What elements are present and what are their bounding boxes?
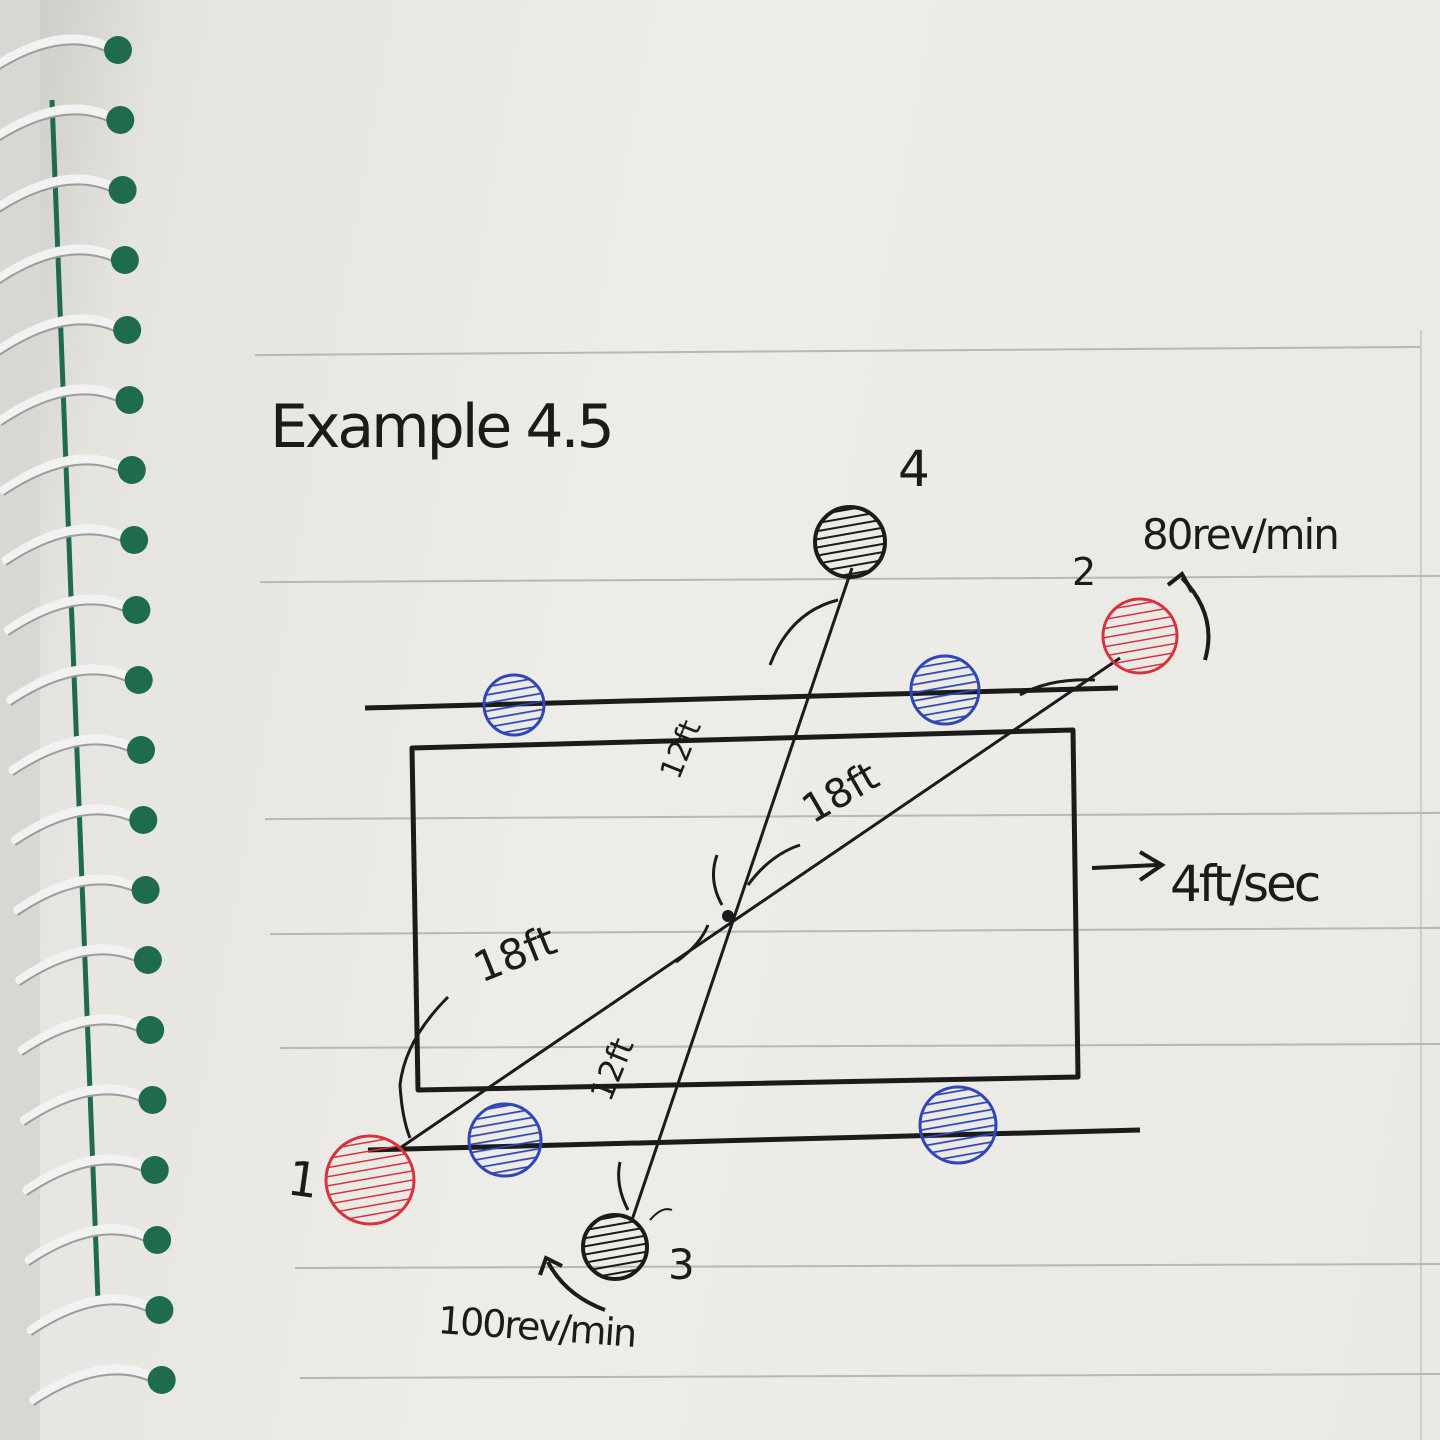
binding-edge xyxy=(49,99,101,1301)
binding-coil xyxy=(0,244,122,284)
binding-coil-shadow xyxy=(17,883,139,916)
notebook-page xyxy=(40,0,1440,1440)
binding-coil-shadow xyxy=(12,743,134,776)
binding-hole xyxy=(133,946,162,974)
binding-hole xyxy=(113,316,142,344)
vehicle-body xyxy=(409,727,1081,1093)
binding-hole xyxy=(140,1156,169,1184)
binding-coil xyxy=(13,874,143,915)
binding-coil xyxy=(22,1154,152,1195)
binding-hole xyxy=(108,176,137,204)
rotation-arrow-head xyxy=(538,1255,563,1276)
binding-hole xyxy=(127,736,155,764)
binding-coil-shadow xyxy=(0,393,122,426)
binding-coil xyxy=(24,1224,154,1265)
arrow-right-head xyxy=(1138,850,1166,882)
upper-track-line xyxy=(364,685,1119,711)
binding-coil xyxy=(3,594,133,635)
link-3-4 xyxy=(630,567,854,1221)
rotation-arrow-icon xyxy=(546,1261,606,1312)
blue-wheel-bottom-left xyxy=(467,1102,543,1178)
binding-hole xyxy=(143,1226,172,1254)
binding-hole xyxy=(110,246,139,274)
binding-coil xyxy=(0,34,115,69)
angle-arc xyxy=(649,1208,673,1221)
angle-arc xyxy=(1019,678,1096,697)
page-title: Example 4.5 xyxy=(270,392,615,462)
binding-hole xyxy=(104,36,132,64)
binding-coil-shadow xyxy=(33,1373,155,1406)
angle-arc xyxy=(768,598,839,666)
binding-coil xyxy=(0,384,126,425)
binding-coil-shadow xyxy=(0,323,120,356)
binding-hole xyxy=(131,876,160,904)
binding-coil xyxy=(26,1294,156,1335)
black-wheel-3 xyxy=(581,1213,649,1281)
angle-arc xyxy=(746,843,801,886)
page-margin-line xyxy=(1420,330,1422,1440)
binding-coil-shadow xyxy=(30,1303,152,1336)
rotation-arrow-icon xyxy=(1180,576,1211,661)
binding-hole xyxy=(145,1296,174,1324)
center-point xyxy=(722,910,734,922)
binding-coil xyxy=(10,804,140,845)
binding-coil-shadow xyxy=(19,953,141,986)
binding-hole xyxy=(136,1016,165,1044)
binding-coil xyxy=(0,314,124,355)
binding-coil xyxy=(6,664,136,705)
angle-arc xyxy=(711,854,724,906)
wheel-label-4: 4 xyxy=(898,440,930,498)
binding-hole xyxy=(106,106,135,134)
binding-coil xyxy=(1,524,131,565)
arrow-right-icon xyxy=(1091,863,1159,870)
binding-coil xyxy=(0,454,129,495)
binding-coil-shadow xyxy=(10,673,132,706)
binding-hole xyxy=(120,526,149,554)
binding-hole xyxy=(147,1366,176,1394)
binding-hole xyxy=(129,806,158,834)
binding-coil xyxy=(0,174,120,212)
binding-hole xyxy=(124,666,153,694)
wheel-label-3: 3 xyxy=(668,1240,695,1289)
angle-arc xyxy=(398,995,450,1139)
red-wheel-1 xyxy=(324,1134,416,1226)
binding-coil xyxy=(29,1364,159,1405)
binding-coil-shadow xyxy=(0,183,116,213)
binding-hole xyxy=(138,1086,167,1114)
black-wheel-4 xyxy=(813,505,887,579)
binding-coil-shadow xyxy=(0,253,118,285)
red-wheel-2 xyxy=(1101,597,1179,675)
binding-coil-shadow xyxy=(0,113,113,142)
binding-coil-shadow xyxy=(21,1023,143,1056)
wheel-label-2: 2 xyxy=(1072,550,1097,594)
binding-coil-shadow xyxy=(3,463,125,496)
blue-wheel-top-left xyxy=(482,673,546,737)
rotation-arrow-head xyxy=(1166,570,1194,593)
speed-label-wheel-2: 80rev/min xyxy=(1142,510,1340,559)
binding-coil-shadow xyxy=(23,1093,145,1126)
angle-arc xyxy=(617,1161,630,1211)
binding-coil xyxy=(15,944,145,985)
binding-coil xyxy=(0,104,117,141)
blue-wheel-bottom-right xyxy=(918,1085,998,1165)
binding-hole xyxy=(115,386,144,414)
binding-coil-shadow xyxy=(14,813,136,846)
velocity-label: 4ft/sec xyxy=(1170,855,1321,913)
binding-coil xyxy=(17,1014,147,1055)
binding-coil-shadow xyxy=(0,43,111,70)
link-1-2 xyxy=(399,656,1121,1150)
angle-arc xyxy=(675,924,710,964)
binding-coil-shadow xyxy=(26,1163,148,1196)
binding-hole xyxy=(117,456,146,484)
blue-wheel-top-right xyxy=(909,654,981,726)
binding-coil-shadow xyxy=(5,533,127,566)
binding-coil xyxy=(20,1084,149,1125)
binding-coil-shadow xyxy=(28,1233,150,1266)
binding-coil xyxy=(8,734,138,775)
spiral-binding xyxy=(0,34,176,1406)
binding-hole xyxy=(122,596,151,624)
binding-coil-shadow xyxy=(7,603,129,636)
